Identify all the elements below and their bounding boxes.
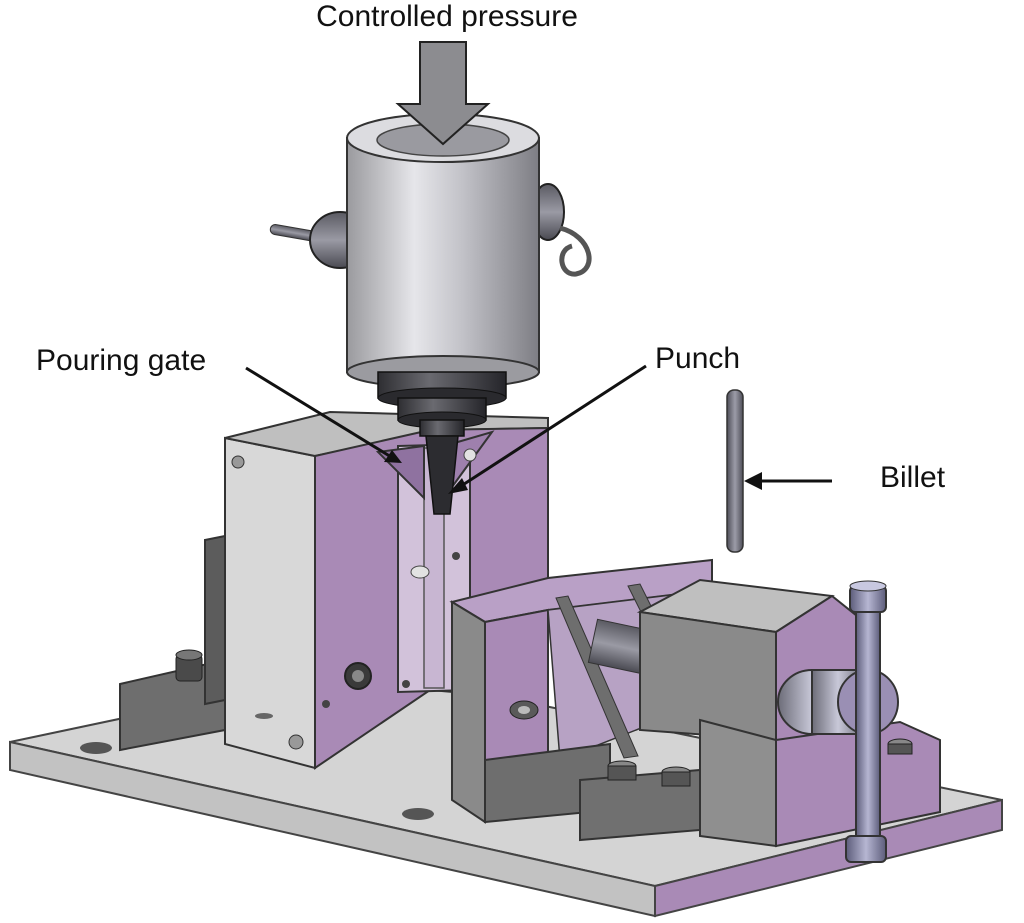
controlled-pressure-label: Controlled pressure (316, 0, 578, 33)
pressure-arrow (395, 41, 491, 146)
pouring-gate-label: Pouring gate (36, 344, 206, 377)
pouring-gate-leader (245, 366, 397, 462)
vise-clamp-assembly (449, 558, 941, 863)
punch-leader (457, 364, 647, 490)
left-support-bracket (119, 534, 226, 752)
press-ram-assembly (269, 113, 592, 515)
billet-rod (726, 389, 744, 553)
bolt-hole (402, 808, 434, 820)
leader-lines (245, 364, 832, 494)
punch-label: Punch (655, 342, 740, 375)
bolt-hole (80, 742, 112, 754)
billet-label: Billet (880, 461, 946, 494)
